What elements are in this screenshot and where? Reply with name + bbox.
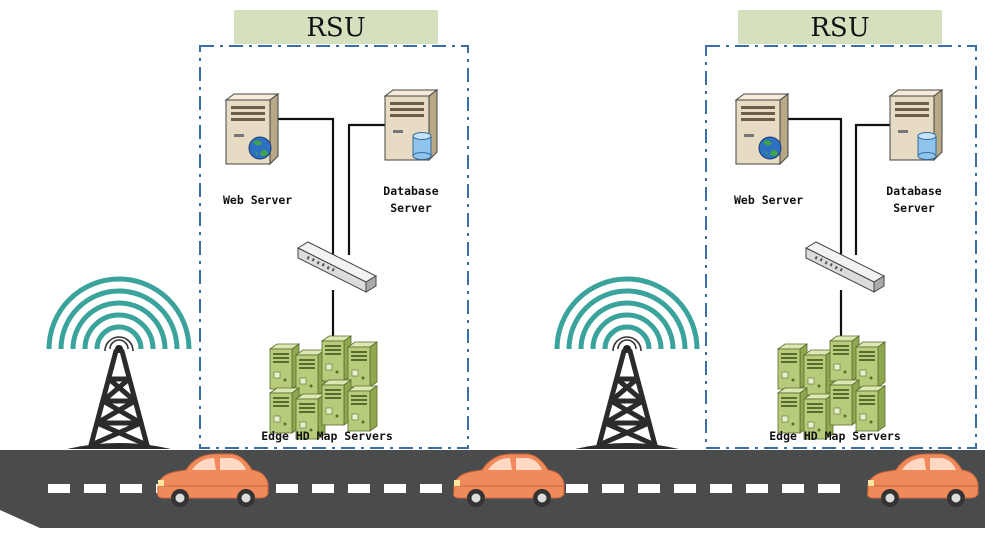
lane-markings xyxy=(48,484,840,493)
web-server-label: Web Server xyxy=(734,193,803,207)
server-cluster-icon xyxy=(270,336,377,439)
web-server-icon xyxy=(225,93,279,165)
database-server-label-line2: Server xyxy=(390,201,432,215)
rsu-title: RSU xyxy=(810,13,869,43)
database-server-label-line2: Server xyxy=(893,201,935,215)
web-server-label: Web Server xyxy=(223,193,292,207)
rsu-boundary xyxy=(705,45,977,449)
web-server-icon xyxy=(735,93,789,165)
rsu-unit-2: RSU Web Server Database Server Edge HD M… xyxy=(705,10,977,449)
rsu-header xyxy=(234,10,438,44)
rsu-unit-1: RSU Web Server Database Server Edge HD M… xyxy=(199,10,469,449)
edge-servers-label: Edge HD Map Servers xyxy=(769,429,901,443)
database-server-icon xyxy=(384,89,438,161)
database-server-label-line1: Database xyxy=(383,184,438,198)
network-links xyxy=(788,117,893,340)
rsu-header xyxy=(738,10,942,44)
edge-servers-label: Edge HD Map Servers xyxy=(261,429,393,443)
network-links xyxy=(278,117,388,340)
cell-tower-icon xyxy=(557,279,697,449)
rsu-boundary xyxy=(199,45,469,449)
database-server-label-line1: Database xyxy=(886,184,941,198)
database-server-icon xyxy=(889,89,943,161)
rsu-title: RSU xyxy=(306,13,365,43)
cell-tower-icon xyxy=(49,279,189,449)
network-switch-icon xyxy=(805,241,885,293)
server-cluster-icon xyxy=(778,336,885,439)
network-switch-icon xyxy=(297,241,377,293)
